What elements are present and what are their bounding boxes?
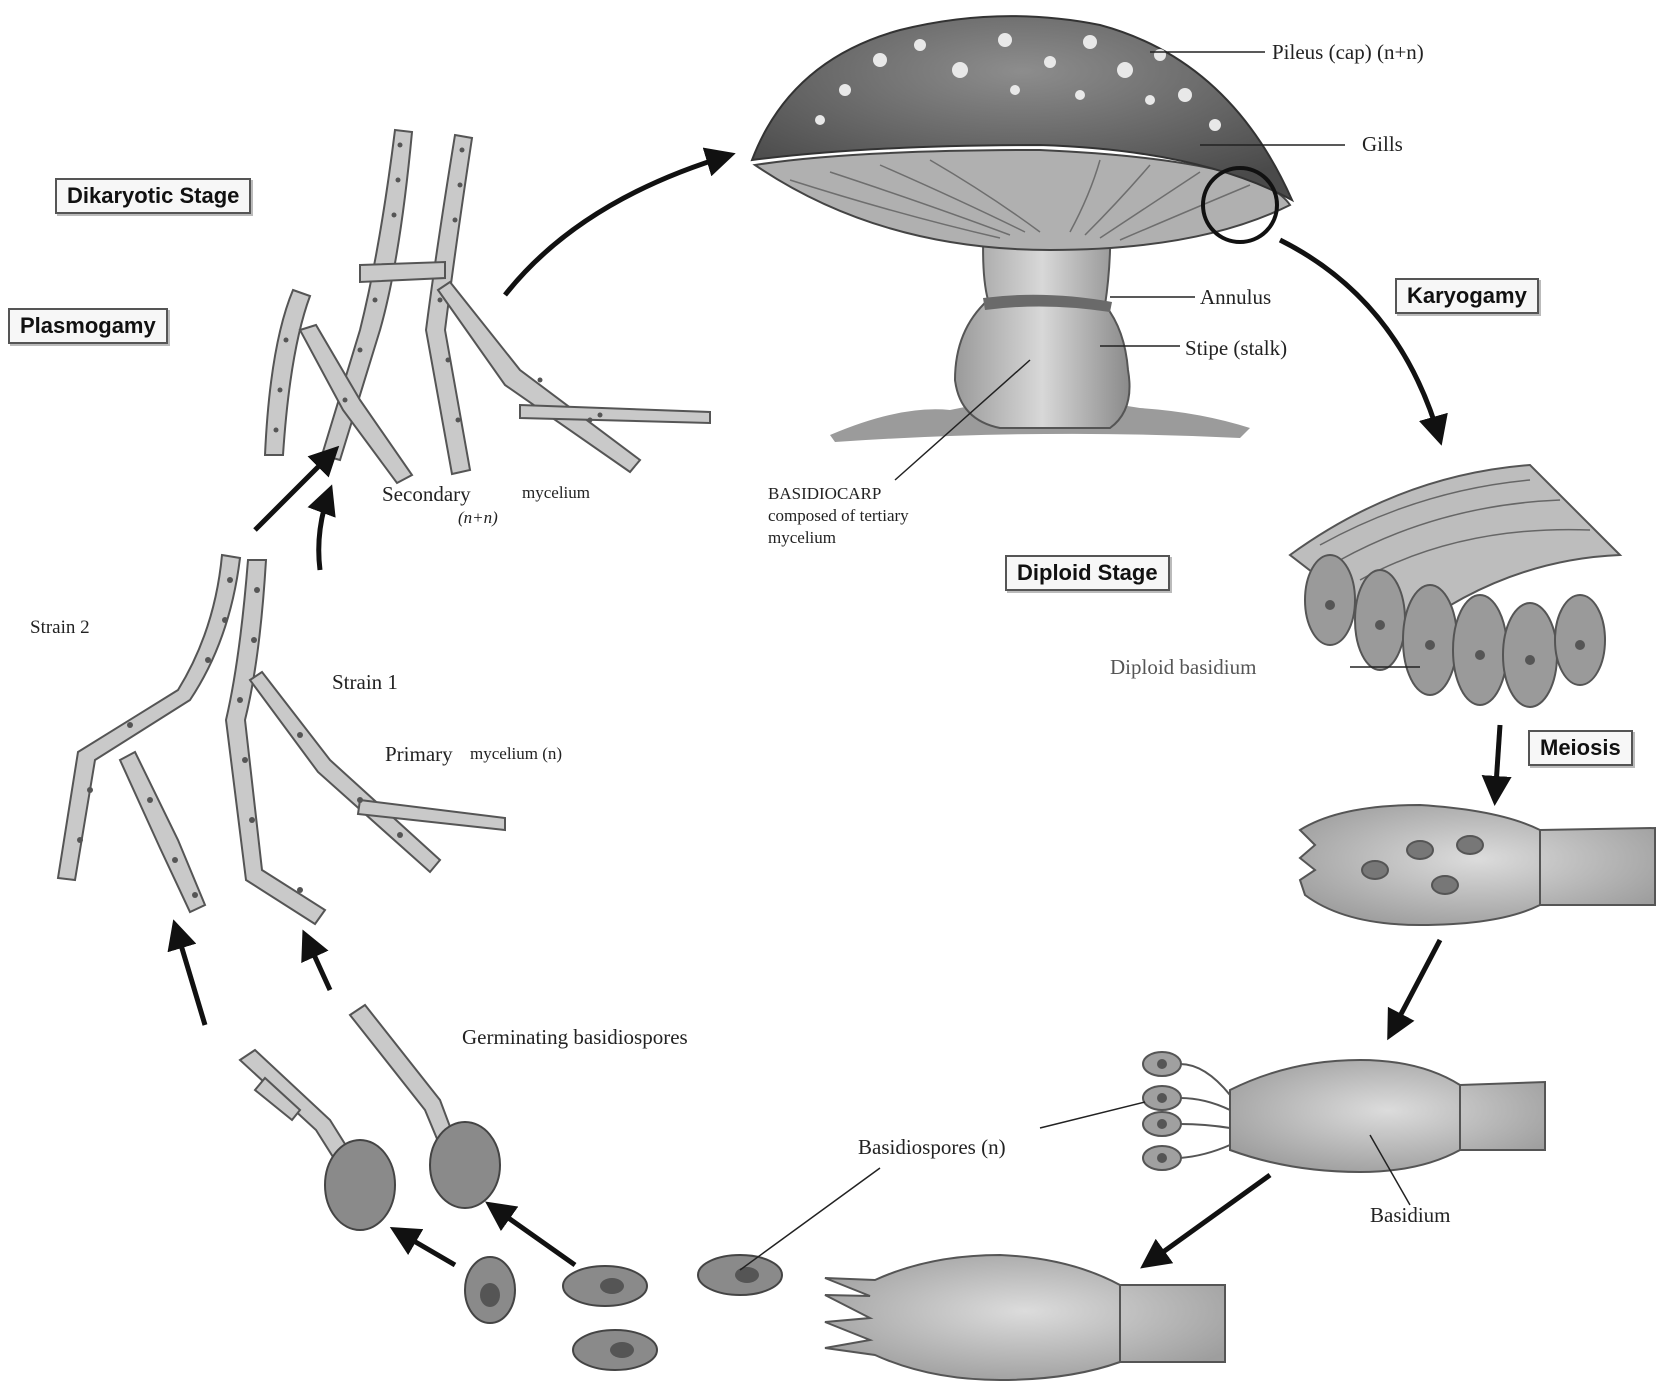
basidiospores-label: Basidiospores (n): [858, 1135, 1006, 1160]
arrow-meiosis-to-spores: [1390, 940, 1440, 1035]
dikaryotic-stage-label: Dikaryotic Stage: [55, 178, 251, 214]
arrow-secondary-to-basidiocarp: [505, 155, 730, 295]
pileus-label: Pileus (cap) (n+n): [1272, 40, 1424, 65]
arrow-karyogamy: [1280, 240, 1440, 440]
secondary-mycelium-ploidy: (n+n): [458, 508, 498, 528]
diploid-stage-label: Diploid Stage: [1005, 555, 1170, 591]
basidiocarp-label-line1: BASIDIOCARP: [768, 484, 881, 504]
karyogamy-label: Karyogamy: [1395, 278, 1539, 314]
arrow-meiosis: [1495, 725, 1500, 800]
annulus-label: Annulus: [1200, 285, 1271, 310]
secondary-mycelium-label-tail: mycelium: [522, 483, 590, 503]
diploid-basidium-label: Diploid basidium: [1110, 655, 1256, 680]
secondary-mycelium-label: Secondary: [382, 482, 471, 507]
secondary-mycelium-illustration: [265, 130, 710, 483]
germinating-basidiospores-illustration: [240, 1005, 500, 1230]
strain-2-label: Strain 2: [30, 617, 90, 639]
gills-label: Gills: [1362, 132, 1403, 157]
arrow-strain1-grow: [305, 935, 330, 990]
hymenium-illustration: [1290, 465, 1620, 707]
arrow-spores-released: [1145, 1175, 1270, 1265]
basidiospores-illustration: [465, 1168, 880, 1370]
arrow-germinate-2: [490, 1205, 575, 1265]
basidiocarp-label-line3: mycelium: [768, 528, 836, 548]
meiosis-basidium-illustration: [1300, 805, 1655, 925]
arrow-strain2-grow: [175, 925, 205, 1025]
arrow-germinate-1: [395, 1230, 455, 1265]
mushroom-illustration: [752, 16, 1345, 480]
basidium-with-spores-illustration: [1040, 1052, 1545, 1205]
primary-mycelium-label: Primary: [385, 742, 453, 767]
plasmogamy-label: Plasmogamy: [8, 308, 168, 344]
primary-mycelium-illustration: [58, 555, 505, 924]
stipe-label: Stipe (stalk): [1185, 336, 1287, 361]
basidiocarp-label-line2: composed of tertiary: [768, 506, 909, 526]
basidium-sterigmata-illustration: [825, 1255, 1225, 1380]
germinating-basidiospores-label: Germinating basidiospores: [462, 1025, 688, 1050]
meiosis-label: Meiosis: [1528, 730, 1633, 766]
arrow-plasmogamy-2: [319, 490, 330, 570]
strain-1-label: Strain 1: [332, 670, 398, 695]
primary-mycelium-label-tail: mycelium (n): [470, 744, 562, 764]
basidium-label: Basidium: [1370, 1203, 1451, 1228]
